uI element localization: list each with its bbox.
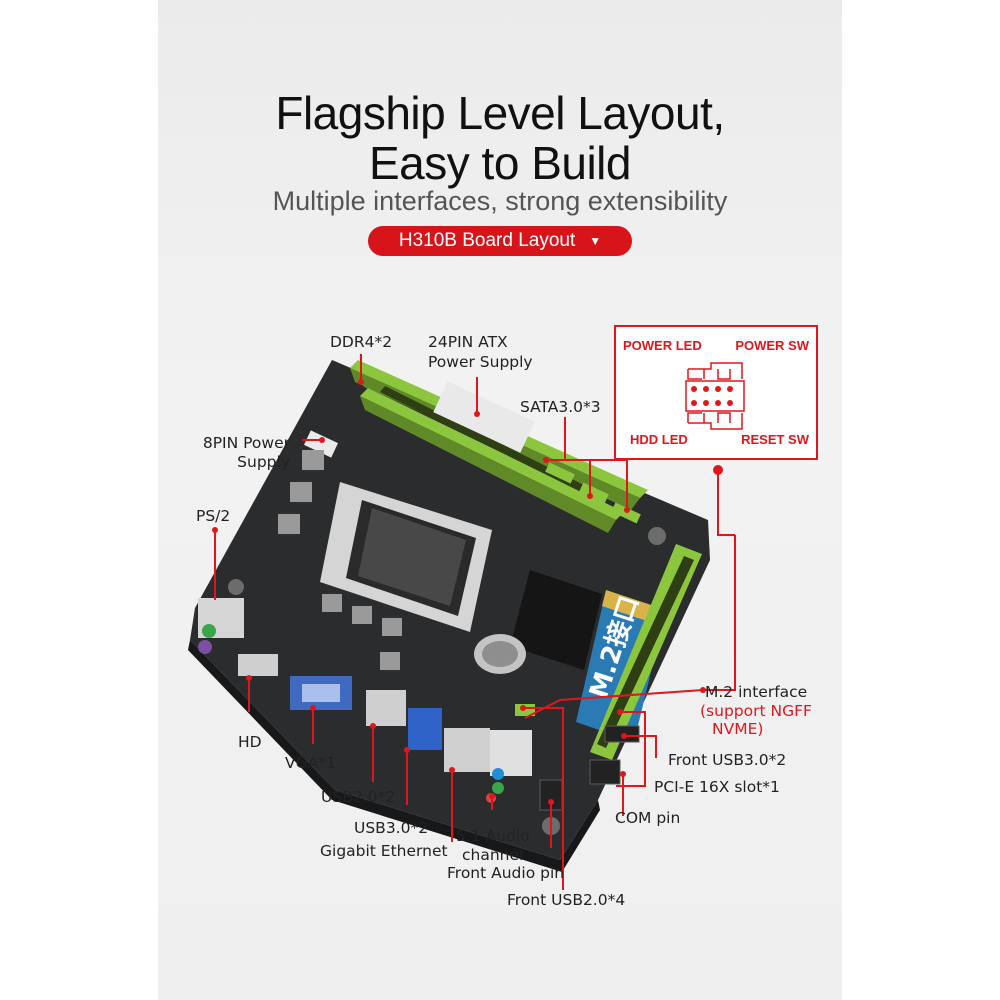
label-pcie: PCI-E 16X slot*1 <box>654 778 780 796</box>
label-front-audio: Front Audio pin <box>447 864 565 882</box>
label-m2-line3: NVME) <box>712 720 764 738</box>
label-m2-line1: M.2 interface <box>705 683 808 701</box>
mount-hole <box>228 579 244 595</box>
ps2-green <box>202 624 216 638</box>
sata-port <box>579 482 609 504</box>
jumper-power-sw: POWER SW <box>735 338 809 353</box>
label-atx-line2: Power Supply <box>428 353 533 371</box>
label-com: COM pin <box>615 809 681 827</box>
page-title-line1: Flagship Level Layout, <box>275 87 725 139</box>
jumper-pin-diagram <box>685 362 745 430</box>
label-ddr4: DDR4*2 <box>330 333 393 351</box>
label-front-usb20: Front USB2.0*4 <box>507 891 626 909</box>
hdmi-port <box>238 654 278 676</box>
vrm-choke <box>290 482 312 502</box>
eps-connector <box>304 430 338 458</box>
leader-pcie <box>616 711 646 787</box>
vrm-choke <box>380 652 400 670</box>
label-m2-line2: (support NGFF <box>700 702 812 720</box>
label-usb30: USB3.0*2 <box>354 819 429 837</box>
label-hd: HD <box>238 733 262 751</box>
cpu-socket <box>320 482 492 632</box>
front-panel-jumper-diagram: POWER LED POWER SW HDD LED RESET SW <box>614 325 818 460</box>
label-sata: SATA3.0*3 <box>520 398 601 416</box>
leader-sata <box>546 417 628 510</box>
label-vga: VGA*1 <box>285 754 336 772</box>
com-header <box>589 759 621 785</box>
usb30-port <box>408 708 442 750</box>
audio-jack <box>492 768 504 780</box>
vrm-choke <box>302 450 324 470</box>
vrm-choke <box>382 618 402 636</box>
label-atx-line1: 24PIN ATX <box>428 333 508 351</box>
atx-connector <box>433 381 535 453</box>
leader-front-usb30 <box>624 735 657 758</box>
label-front-usb30: Front USB3.0*2 <box>668 751 787 769</box>
leader-m2 <box>524 535 736 719</box>
leader-dots <box>212 379 723 805</box>
label-8pin-line2: Supply <box>237 453 290 471</box>
leader-front-usb20 <box>523 707 564 890</box>
label-gigabit: Gigabit Ethernet <box>320 842 448 860</box>
label-usb20: USB2.0*2 <box>321 788 396 806</box>
sata-port <box>545 462 575 484</box>
vrm-choke <box>352 606 372 624</box>
page-subtitle: Multiple interfaces, strong extensibilit… <box>272 186 728 216</box>
label-8pin-line1: 8PIN Power <box>202 434 290 452</box>
badge-label: H310B Board Layout <box>398 230 576 252</box>
jumper-power-led: POWER LED <box>623 338 702 353</box>
label-audio-line1: 5.1 Audio <box>456 827 530 845</box>
sata-port <box>611 502 641 524</box>
ps2-purple <box>198 640 212 654</box>
lan-port <box>444 728 490 772</box>
page-title-line2: Easy to Build <box>369 137 631 189</box>
vrm-choke <box>278 514 300 534</box>
label-ps2: PS/2 <box>196 507 231 525</box>
audio-jack <box>492 782 504 794</box>
mount-hole <box>648 527 666 545</box>
vrm-choke <box>322 594 342 612</box>
jumper-hdd-led: HDD LED <box>630 432 688 447</box>
triangle-down-icon: ▼ <box>589 234 602 248</box>
label-audio-line2: channel <box>462 846 524 864</box>
jumper-reset-sw: RESET SW <box>741 432 809 447</box>
leader-jumper <box>717 470 735 536</box>
chipset-heatsink <box>510 570 602 670</box>
board-layout-badge: H310B Board Layout ▼ <box>368 226 632 256</box>
leader-lines <box>214 354 736 890</box>
usb20-port <box>366 690 406 726</box>
